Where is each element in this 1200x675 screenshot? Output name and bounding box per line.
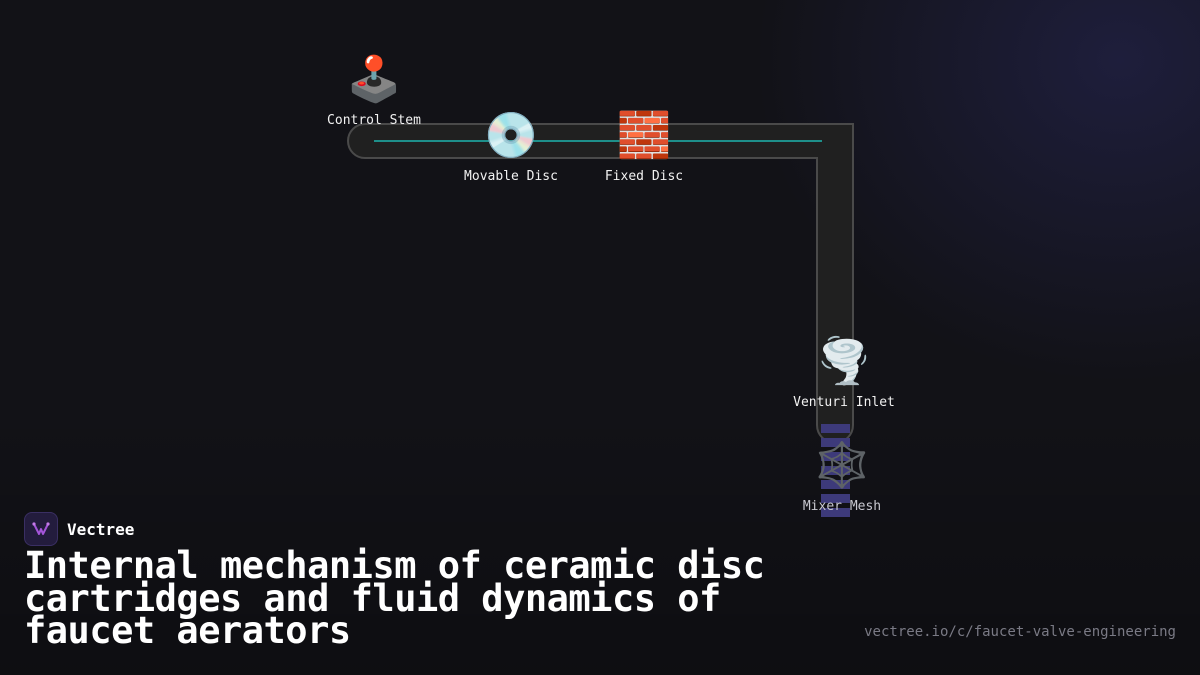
mesh-bars	[821, 424, 850, 517]
mesh-bar	[821, 466, 850, 475]
mesh-bar	[821, 424, 850, 433]
page-title: Internal mechanism of ceramic disc cartr…	[24, 544, 765, 652]
node-venturi-inlet: 🌪️ Venturi Inlet	[793, 336, 895, 411]
mesh-bar	[821, 452, 850, 461]
node-label: Fixed Disc	[604, 169, 684, 184]
node-label: Venturi Inlet	[793, 395, 895, 410]
node-movable-disc: 💿 Movable Disc	[464, 110, 558, 185]
node-label: Control Stem	[327, 113, 421, 128]
mesh-bar	[821, 508, 850, 517]
node-fixed-disc: 🧱 Fixed Disc	[604, 110, 684, 185]
vectree-logo-mark	[32, 522, 50, 535]
node-control-stem: 🕹️ Control Stem	[327, 54, 421, 129]
source-url: vectree.io/c/faucet-valve-engineering	[864, 624, 1176, 640]
mesh-bar	[821, 494, 850, 503]
disc-icon: 💿	[483, 110, 539, 161]
pipe-body	[347, 123, 854, 444]
mesh-bar	[821, 480, 850, 489]
vectree-logo-icon	[24, 512, 58, 546]
web-icon: 🕸️	[814, 440, 870, 491]
brick-icon: 🧱	[616, 110, 672, 161]
joystick-icon: 🕹️	[346, 54, 402, 105]
brand: Vectree	[24, 512, 134, 546]
brand-name: Vectree	[67, 519, 135, 539]
node-mixer-mesh: 🕸️ Mixer Mesh	[802, 440, 882, 515]
tornado-icon: 🌪️	[816, 336, 872, 387]
mesh-bar	[821, 438, 850, 447]
node-label: Mixer Mesh	[802, 499, 882, 514]
node-label: Movable Disc	[464, 169, 558, 184]
